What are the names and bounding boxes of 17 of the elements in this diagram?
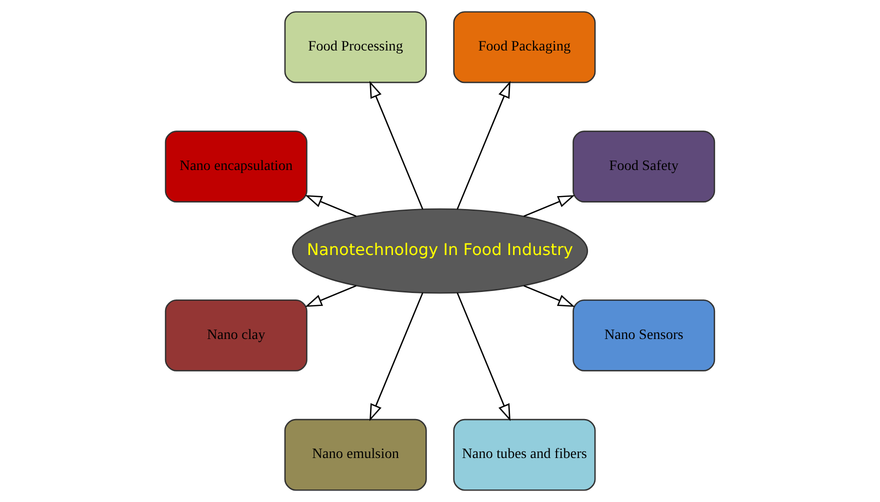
arrow bbox=[370, 292, 424, 422]
node-box: Nano emulsion bbox=[284, 418, 427, 491]
node-box: Nano Sensors bbox=[572, 299, 716, 372]
node-box: Food Safety bbox=[572, 130, 716, 203]
arrow bbox=[524, 195, 575, 217]
node-box: Food Processing bbox=[284, 11, 427, 84]
arrow bbox=[456, 80, 510, 210]
node-box: Nano encapsulation bbox=[164, 130, 308, 203]
arrow bbox=[305, 285, 356, 307]
node-ellipse: Nanotechnology In Food Industry bbox=[292, 208, 588, 294]
arrow bbox=[370, 80, 424, 210]
arrow bbox=[305, 195, 356, 217]
node-box: Nano tubes and fibers bbox=[453, 418, 596, 491]
node-box: Food Packaging bbox=[453, 11, 596, 84]
arrow bbox=[456, 292, 510, 422]
arrow bbox=[524, 285, 575, 307]
node-box: Nano clay bbox=[164, 299, 308, 372]
